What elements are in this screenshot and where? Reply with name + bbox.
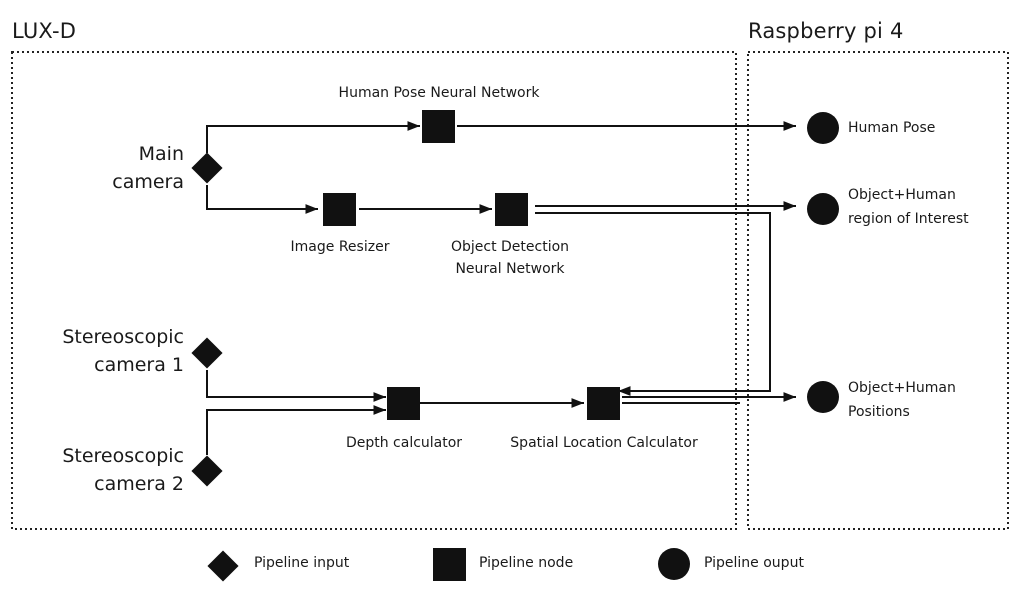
roi-output-line2: region of Interest	[848, 211, 969, 227]
human-pose-output-line1: Human Pose	[848, 120, 936, 136]
edge-main-to-pose	[206, 121, 420, 153]
rpi-title: Raspberry pi 4	[748, 19, 904, 43]
luxd-region-box	[11, 51, 737, 530]
stereo-camera-1-line1: Stereoscopic	[62, 326, 184, 348]
legend-node-label: Pipeline node	[479, 555, 574, 571]
rpi-region-box	[747, 51, 1009, 530]
roi-output-label: Object+Human region of Interest	[848, 183, 969, 231]
depth-calculator-node	[387, 387, 420, 420]
image-resizer-node-label: Image Resizer	[290, 239, 390, 255]
object-detection-line1: Object Detection	[450, 239, 570, 255]
main-camera-line2: camera	[112, 171, 184, 193]
positions-output-line1: Object+Human	[848, 380, 956, 396]
spatial-location-node	[587, 387, 620, 420]
positions-output-line2: Positions	[848, 404, 910, 420]
spatial-location-node-label: Spatial Location Calculator	[510, 435, 698, 451]
legend-output-label: Pipeline ouput	[704, 555, 804, 571]
stereo-camera-2-line2: camera 2	[94, 473, 184, 495]
human-pose-output-label: Human Pose	[848, 116, 935, 140]
human-pose-node	[422, 110, 455, 143]
main-camera-line1: Main	[138, 143, 184, 165]
depth-calculator-node-label: Depth calculator	[345, 435, 463, 451]
stereo-camera-2-label: Stereoscopic camera 2	[62, 442, 184, 498]
positions-output-label: Object+Human Positions	[848, 376, 956, 424]
edge-stereo1-to-depth	[206, 370, 386, 402]
edge-stereo2-to-depth	[206, 405, 386, 455]
legend-output-circle	[658, 548, 690, 580]
stereo-camera-2-line1: Stereoscopic	[62, 445, 184, 467]
stereo-camera-2-diamond	[191, 455, 223, 487]
edge-main-to-resizer	[206, 185, 318, 214]
legend-input-label: Pipeline input	[254, 555, 350, 571]
legend-node-square	[433, 548, 466, 581]
object-detection-line2: Neural Network	[455, 261, 565, 277]
main-camera-label: Main camera	[112, 140, 184, 196]
image-resizer-node	[323, 193, 356, 226]
positions-output-circle	[807, 381, 839, 413]
object-detection-node	[495, 193, 528, 226]
roi-output-circle	[807, 193, 839, 225]
human-pose-output-circle	[807, 112, 839, 144]
main-camera-diamond	[191, 152, 223, 184]
luxd-title: LUX-D	[12, 19, 77, 43]
stereo-camera-1-diamond	[191, 337, 223, 369]
legend-input-diamond	[207, 550, 239, 582]
stereo-camera-1-line2: camera 1	[94, 354, 184, 376]
human-pose-node-label: Human Pose Neural Network	[338, 85, 540, 101]
stereo-camera-1-label: Stereoscopic camera 1	[62, 323, 184, 379]
edge-detection-to-spatial	[535, 212, 771, 396]
roi-output-line1: Object+Human	[848, 187, 956, 203]
object-detection-node-label: Object Detection Neural Network	[451, 236, 569, 280]
